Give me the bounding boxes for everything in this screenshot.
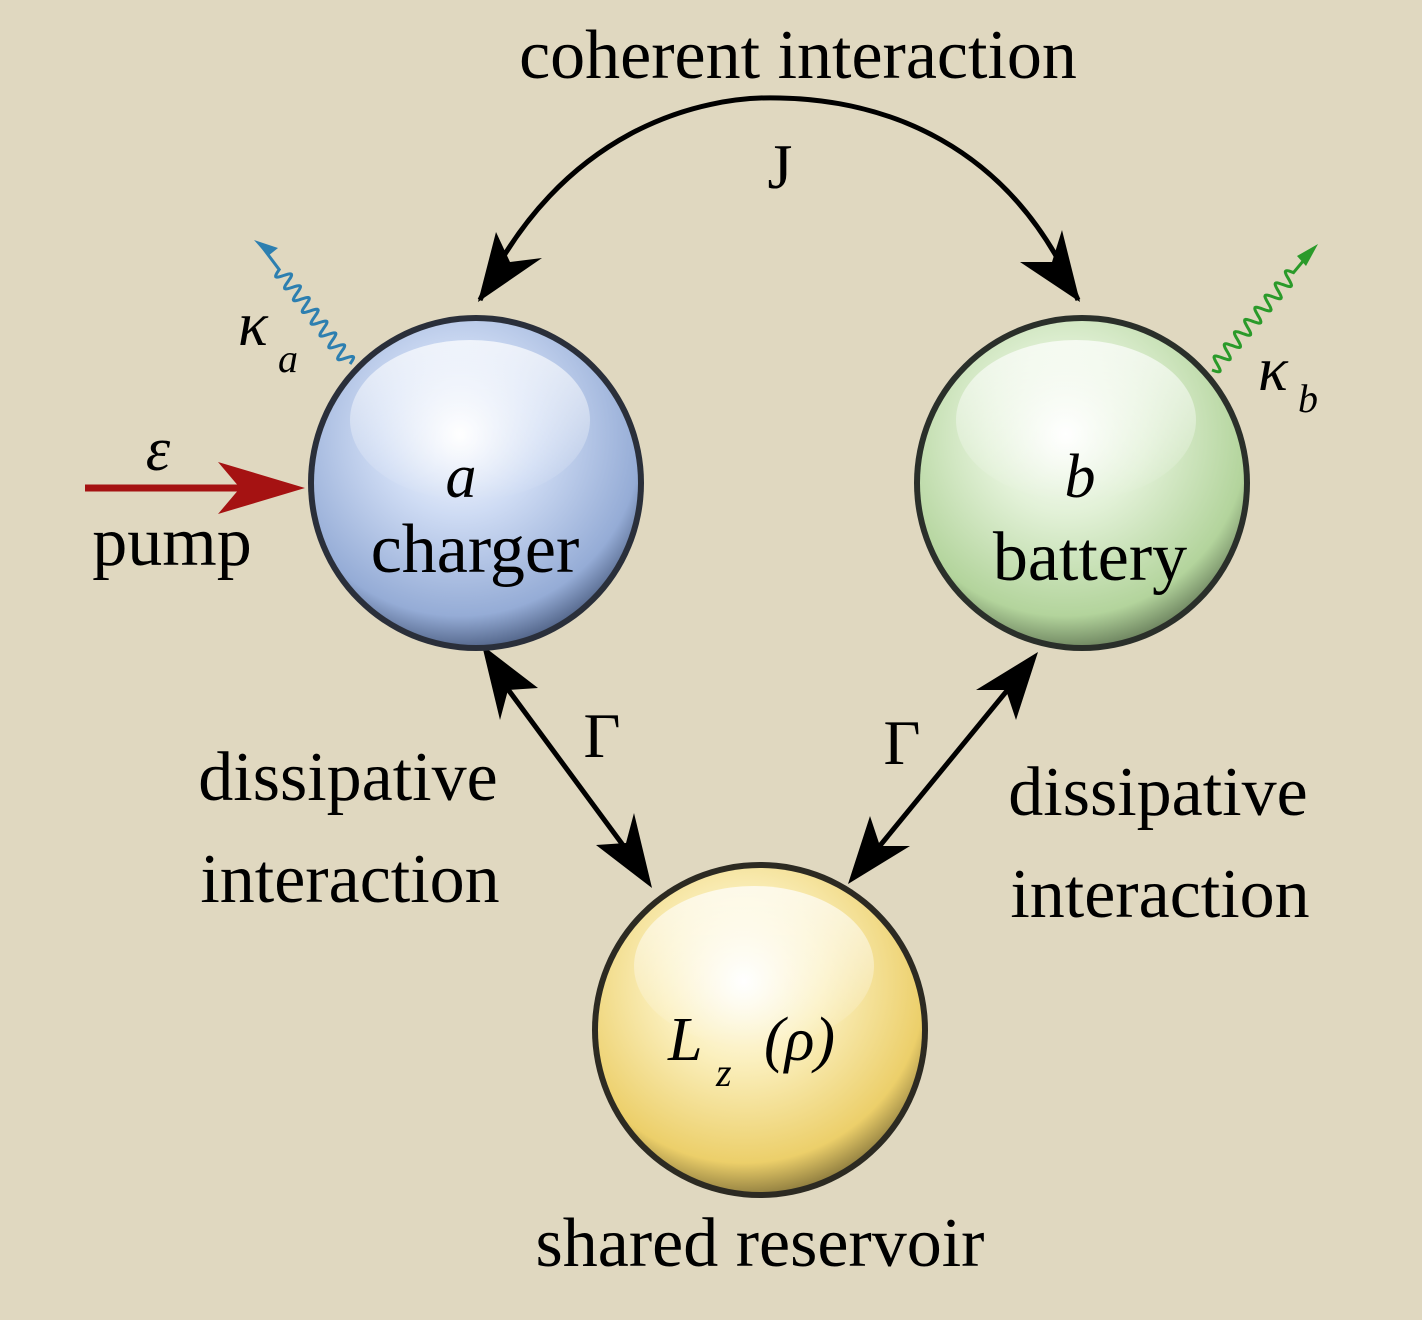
- kappa-a-arrowhead: [254, 240, 278, 256]
- charger-node: [308, 315, 644, 651]
- kappa-b-arrowhead: [1297, 244, 1318, 266]
- battery-node: [914, 315, 1250, 651]
- coherent-interaction-arc: [477, 95, 1081, 302]
- coherent-interaction-label: coherent interaction: [519, 17, 1077, 94]
- kappa-a-symbol: κ: [238, 291, 269, 359]
- left-dissipative-line1: dissipative: [198, 739, 497, 816]
- charger-symbol: a: [446, 443, 477, 511]
- reservoir-L: L: [667, 1006, 702, 1074]
- pump-arrowhead: [218, 462, 305, 514]
- pump-epsilon: ε: [146, 416, 171, 484]
- gamma-left: Γ: [584, 700, 621, 771]
- right-dissipative-arrowhead-bottom: [848, 816, 910, 884]
- reservoir-argument: (ρ): [764, 1006, 835, 1074]
- arc-arrowhead-right: [1020, 230, 1080, 302]
- right-dissipative-line2: interaction: [1010, 856, 1309, 933]
- coupling-J-label: J: [768, 131, 793, 202]
- reservoir-node: [592, 862, 928, 1198]
- left-dissipative-arrowhead-bottom: [596, 813, 652, 888]
- kappa-b-subscript: b: [1298, 376, 1318, 421]
- arc-arrowhead-left: [478, 232, 542, 302]
- gamma-right: Γ: [884, 707, 921, 778]
- right-dissipative-arrow-line: [858, 663, 1030, 872]
- pump-label: pump: [92, 504, 251, 581]
- reservoir-subscript: z: [715, 1050, 732, 1095]
- kappa-b-wavy-line: [1211, 247, 1316, 374]
- battery-label: battery: [993, 519, 1187, 596]
- charger-label: charger: [371, 511, 580, 588]
- left-dissipative-arrowhead-top: [482, 645, 538, 720]
- right-dissipative-arrowhead-top: [976, 652, 1038, 720]
- battery-symbol: b: [1065, 443, 1096, 511]
- shared-reservoir-label: shared reservoir: [536, 1205, 985, 1282]
- kappa-a-wavy-line: [258, 243, 356, 365]
- kappa-b-symbol: κ: [1258, 336, 1289, 404]
- left-dissipative-line2: interaction: [200, 841, 499, 918]
- kappa-a-subscript: a: [278, 336, 298, 381]
- right-dissipative-line1: dissipative: [1008, 754, 1307, 831]
- left-dissipative-arrow-line: [487, 663, 648, 877]
